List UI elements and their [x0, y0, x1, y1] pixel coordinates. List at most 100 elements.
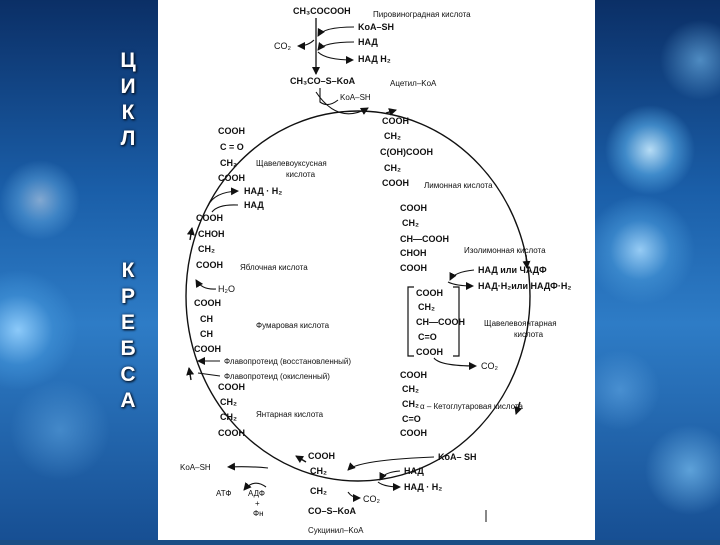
nad-label: НАД: [358, 37, 378, 47]
bracket: [453, 286, 460, 357]
formula-line: CH₂: [418, 302, 435, 312]
oxalosuccinate: COOH CH₂ CH—COOH C=O COOH Щавелевоянтарн…: [416, 288, 557, 357]
side-letter: Ц: [120, 49, 136, 72]
formula-line: COOH: [194, 298, 221, 308]
formula-line: COOH: [400, 263, 427, 273]
formula-line: CH—COOH: [400, 234, 449, 244]
compound-name: кислота: [286, 170, 316, 179]
cycle-arrow: [295, 455, 307, 464]
side-arrow: [227, 462, 269, 471]
cycle-arrow: [385, 108, 397, 116]
compound-name: Яблочная кислота: [240, 263, 308, 272]
formula-line: CH₂: [402, 399, 419, 409]
krebs-cycle-svg: CH₃COCOOH Пировиноградная кислота KoA–SH…: [180, 6, 571, 535]
compound-name: Изолимонная кислота: [464, 246, 546, 255]
formula-line: COOH: [308, 451, 335, 461]
co2-label: CO₂: [481, 361, 499, 371]
succinate: COOH CH₂ CH₂ Янтарная кислота COOH: [218, 382, 324, 438]
side-arrow: [315, 91, 369, 115]
fn-label: Фн: [253, 509, 264, 518]
nadh2-nadph2-label: НАД·H₂или НАДФ·H₂: [478, 281, 571, 291]
side-arrow: [211, 204, 239, 213]
side-arrow: [379, 470, 401, 481]
side-title-krebs: К Р Е Б С А: [110, 258, 146, 414]
formula-line: CH₂: [198, 244, 215, 254]
side-arrow: [317, 26, 355, 37]
side-letter: Р: [120, 285, 135, 308]
nadh2-label: НАД H₂: [358, 54, 391, 64]
formula-line: CHOH: [400, 248, 427, 258]
side-arrow: [447, 281, 474, 290]
cycle-ring: [185, 110, 531, 482]
side-letter: Б: [120, 337, 136, 360]
acetyl-formula: CH₃CO–S–KoA: [290, 76, 356, 86]
koa-sh-label: KoA–SH: [180, 463, 211, 472]
formula-line: C=O: [402, 414, 421, 424]
malate: COOH CHOH CH₂ COOH Яблочная кислота: [196, 213, 308, 272]
formula-line: COOH: [196, 260, 223, 270]
compound-name: Лимонная кислота: [424, 181, 493, 190]
compound-name: Сукцинил–KoA: [308, 526, 364, 535]
side-letter: К: [121, 101, 135, 124]
side-title-cycle: Ц И К Л: [110, 48, 146, 152]
fumarate: COOH CH CH COOH Фумаровая кислота: [194, 298, 330, 354]
h2o-label: H₂O: [218, 284, 235, 294]
compound-name: кислота: [514, 330, 544, 339]
side-letter: Е: [120, 311, 135, 334]
alpha-ketoglutarate: COOH CH₂ CH₂ α – Кетоглутаровая кислота …: [400, 370, 523, 438]
plus-sign: +: [255, 499, 260, 508]
side-arrow: [297, 39, 315, 50]
flavoprotein-oxidized: Флавопротеид (окисленный): [224, 372, 330, 381]
succinyl-coa: COOH CH₂ CH₂ CO–S–KoA Сукцинил–KoA: [308, 451, 364, 535]
formula-line: C=O: [418, 332, 437, 342]
side-arrow: [243, 482, 267, 491]
nad-nadp-label: НАД или ЧАДФ: [478, 265, 547, 275]
formula-line: COOH: [400, 370, 427, 380]
isocitrate: COOH CH₂ CH—COOH CHOH COOH Изолимонная к…: [400, 203, 546, 273]
cycle-arrow: [186, 367, 195, 381]
compound-name: Щавелевоуксусная: [256, 159, 327, 168]
formula-line: COOH: [196, 213, 223, 223]
side-arrow: [347, 456, 435, 471]
formula-line: COOH: [416, 288, 443, 298]
formula-line: CH—COOH: [416, 317, 465, 327]
nadh2-label: НАД · H₂: [244, 186, 282, 196]
formula-line: CH₂: [384, 131, 401, 141]
side-letter: И: [120, 75, 136, 98]
compound-name: α – Кетоглутаровая кислота: [420, 402, 523, 411]
co2-label: CO₂: [274, 41, 292, 51]
formula-line: COOH: [382, 116, 409, 126]
side-arrow: [319, 88, 339, 106]
bracket: [407, 286, 414, 357]
formula-line: COOH: [218, 173, 245, 183]
formula-line: COOH: [194, 344, 221, 354]
formula-line: C = O: [220, 142, 244, 152]
acetyl-name: Ацетил–KoA: [390, 79, 437, 88]
co2-label: CO₂: [363, 494, 381, 504]
formula-line: CO–S–KoA: [308, 506, 357, 516]
nad-label: НАД: [404, 466, 424, 476]
pyruvate-formula: CH₃COCOOH: [293, 6, 351, 16]
formula-line: COOH: [416, 347, 443, 357]
side-letter: А: [120, 389, 136, 412]
cycle-arrow: [522, 254, 531, 269]
side-arrow: [433, 357, 477, 370]
cycle-arrow: [514, 401, 523, 415]
formula-line: COOH: [218, 428, 245, 438]
krebs-cycle-diagram: CH₃COCOOH Пировиноградная кислота KoA–SH…: [158, 0, 595, 540]
formula-line: C(OH)COOH: [380, 147, 433, 157]
side-letter: К: [121, 259, 135, 282]
side-arrow: [449, 269, 475, 281]
formula-line: CH: [200, 314, 213, 324]
compound-name: Щавелевоянтарная: [484, 319, 557, 328]
side-arrow: [347, 491, 361, 502]
formula-line: CH₂: [310, 486, 327, 496]
formula-line: COOH: [218, 126, 245, 136]
formula-line: COOH: [382, 178, 409, 188]
side-letter: С: [120, 363, 136, 386]
side-letter: Л: [120, 127, 136, 150]
formula-line: CH₂: [220, 412, 237, 422]
side-arrow: [195, 279, 217, 290]
oxaloacetate: COOH C = O CH₂ COOH Щавелевоуксусная кис…: [218, 126, 327, 183]
formula-line: CH₂: [220, 397, 237, 407]
